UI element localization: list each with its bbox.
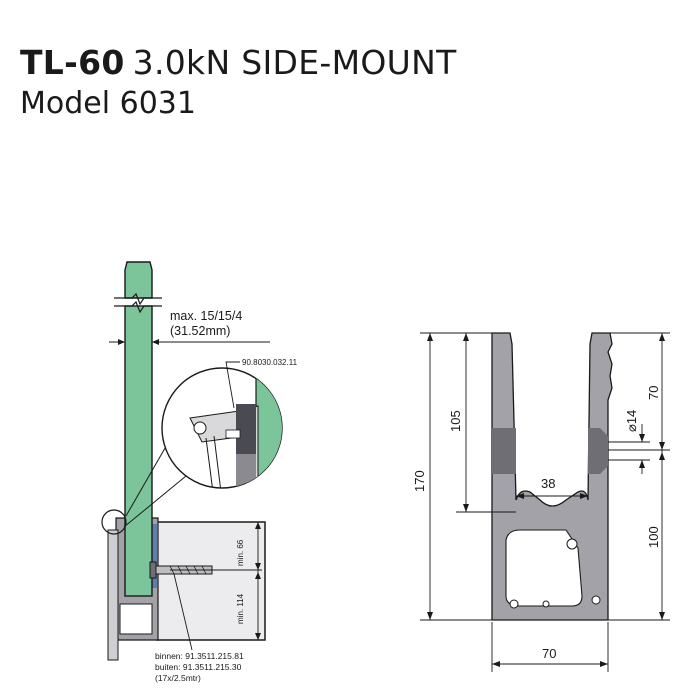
detail-leader-2 [123,475,187,528]
detail-marker [101,509,127,535]
model-number: Model 6031 [20,86,196,121]
dim-38-label: 38 [541,476,555,491]
screw-port-4 [542,600,550,608]
detail-view [161,361,283,489]
min-bottom-label: min. 114 [236,593,245,624]
glass-panel-top [124,261,153,299]
dim-105-label: 105 [448,410,463,432]
bolt-head [149,561,157,579]
bolt-outer-label: buiten: 91.3511.215.30 [155,662,242,672]
glass-panel [124,305,153,597]
side-view-assembly [101,261,266,661]
profile-cavity [119,603,153,635]
bolt-leader [173,573,193,651]
detail-leader-1 [125,435,173,517]
bolt-inner-label: binnen: 91.3511.215.81 [155,651,244,661]
detail-part-label: 90.8030.032.11 [242,358,298,367]
screw-port-3 [509,599,519,609]
model-code: TL-60 [20,43,125,82]
screw-port-1 [566,538,578,550]
dim-70-vertical-label: 70 [646,386,661,400]
glass-thickness-label: max. 15/15/4 [170,309,242,323]
break-line-top [114,292,162,306]
glass-thickness-dimension [109,339,270,345]
min-top-label: min. 66 [236,539,245,566]
profile-cavity-large [505,529,583,607]
min-dimensions [170,522,262,640]
profile-cross-section [491,332,613,621]
glass-thickness-mm-label: (31.52mm) [170,324,230,338]
profile-dimensions [420,332,670,672]
screw-port-2 [591,595,601,605]
profile-flange [107,529,119,661]
right-gasket [588,428,608,474]
dim-100-label: 100 [646,526,661,548]
part-leader [225,361,240,409]
break-line-bottom [114,300,162,314]
bolt-qty-label: (17x/2.5mtr) [155,673,201,683]
dim-70-horizontal-label: 70 [542,646,556,661]
profile-dimension-arrows [427,333,665,667]
model-description: 3.0kN SIDE-MOUNT [132,43,457,82]
floor-slab [156,521,266,641]
dim-hole-label: ⌀14 [624,410,639,432]
left-gasket [492,428,516,474]
dim-170-label: 170 [412,470,427,492]
